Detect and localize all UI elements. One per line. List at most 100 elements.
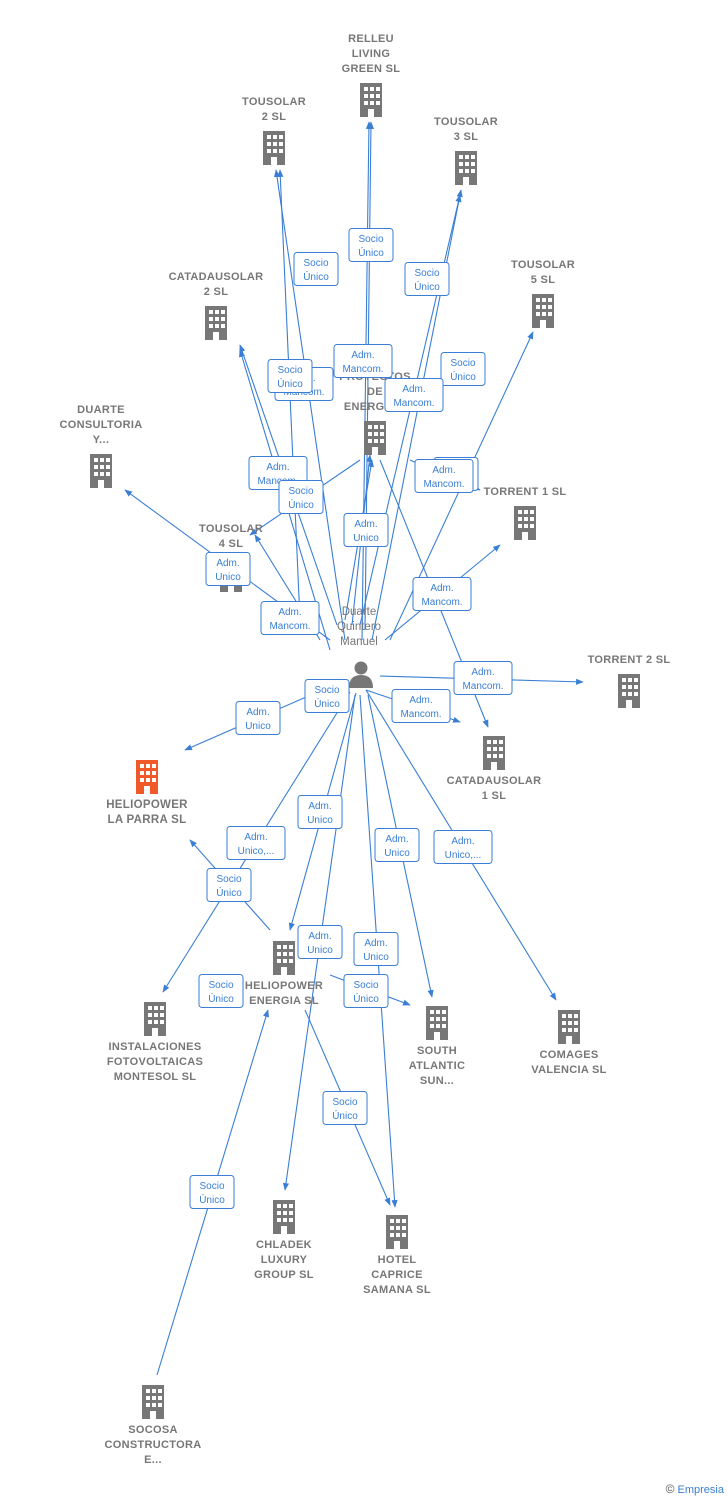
edge-role-label[interactable]: Adm.Unico,...: [433, 830, 493, 864]
building-icon: [90, 454, 112, 488]
label-box: [304, 679, 350, 713]
role-text: Mancom.: [400, 709, 441, 720]
label-box: [297, 925, 343, 959]
company-node-torrent1[interactable]: TORRENT 1 SL: [484, 486, 567, 540]
role-text: Socio: [216, 874, 241, 885]
label-box: [205, 552, 251, 586]
label-box: [348, 228, 394, 262]
edge-role-label[interactable]: Adm.Unico: [343, 513, 389, 547]
edge-role-label[interactable]: Adm.Mancom.: [412, 577, 472, 611]
role-text: Adm.: [244, 832, 267, 843]
role-text: Socio: [288, 486, 313, 497]
label-box: [343, 974, 389, 1008]
company-name-line: LA PARRA SL: [108, 814, 187, 826]
edge-role-label[interactable]: Adm.Unico: [297, 795, 343, 829]
company-name-line: HOTEL: [378, 1254, 417, 1266]
edge-role-label[interactable]: Adm.Unico: [205, 552, 251, 586]
role-text: Socio: [314, 685, 339, 696]
role-text: Único: [303, 270, 329, 283]
edge-role-label[interactable]: Adm.Mancom.: [333, 344, 393, 378]
label-box: [414, 459, 474, 493]
company-node-torrent2[interactable]: TORRENT 2 SL: [588, 654, 671, 708]
role-text: Único: [314, 697, 340, 710]
company-node-duarte[interactable]: DUARTECONSULTORIAY...: [60, 404, 143, 488]
role-text: Unico: [215, 572, 241, 583]
edge-role-label[interactable]: Adm.Unico: [374, 828, 420, 862]
company-name-line: DE: [367, 386, 383, 398]
role-text: Adm.: [354, 519, 377, 530]
company-name-line: CONSULTORIA: [60, 419, 143, 431]
company-node-socosa[interactable]: SOCOSACONSTRUCTORAE...: [105, 1385, 202, 1466]
label-box: [353, 932, 399, 966]
company-name-line: 1 SL: [482, 790, 506, 802]
role-text: Adm.: [351, 350, 374, 361]
building-icon: [455, 151, 477, 185]
company-name-line: DUARTE: [77, 404, 125, 416]
role-text: Socio: [332, 1097, 357, 1108]
role-text: Socio: [208, 980, 233, 991]
role-text: Adm.: [451, 836, 474, 847]
company-name-line: SUN...: [420, 1075, 454, 1087]
role-text: Adm.: [471, 667, 494, 678]
empresia-credit[interactable]: © Empresia: [666, 1482, 724, 1496]
edge-role-label[interactable]: Adm.Unico,...: [226, 826, 286, 860]
edge-role-label[interactable]: Adm.Mancom.: [453, 661, 513, 695]
role-text: Único: [414, 280, 440, 293]
company-name-line: SOCOSA: [128, 1424, 177, 1436]
role-text: Único: [288, 498, 314, 511]
label-box: [226, 826, 286, 860]
company-name-line: SAMANA SL: [363, 1284, 431, 1296]
edge-role-label[interactable]: Adm. Mancom.: [391, 689, 451, 723]
role-text: Mancom.: [269, 621, 310, 632]
edge-role-label[interactable]: Adm.Unico: [353, 932, 399, 966]
role-text: Unico: [307, 945, 333, 956]
edge-role-label[interactable]: Adm.Unico: [235, 701, 281, 735]
building-icon: [618, 674, 640, 708]
edge-role-label[interactable]: Adm.Mancom.: [384, 378, 444, 412]
label-box: [198, 974, 244, 1008]
edge-role-label[interactable]: Adm.Mancom.: [260, 601, 320, 635]
role-text: Mancom.: [421, 597, 462, 608]
role-text: Adm.: [409, 695, 432, 706]
company-name-line: TORRENT 2 SL: [588, 654, 671, 666]
role-text: Único: [216, 886, 242, 899]
edge-role-label[interactable]: Adm.Mancom.: [414, 459, 474, 493]
role-text: Socio: [277, 365, 302, 376]
role-text: Mancom.: [423, 479, 464, 490]
edge-role-label[interactable]: Adm.Unico: [297, 925, 343, 959]
company-name-line: GROUP SL: [254, 1269, 314, 1281]
role-text: Socio: [450, 358, 475, 369]
role-text: Adm.: [402, 384, 425, 395]
company-node-south[interactable]: SOUTHATLANTICSUN...: [409, 1006, 466, 1087]
role-text: Único: [277, 377, 303, 390]
label-box: [267, 359, 313, 393]
label-box: [404, 262, 450, 296]
